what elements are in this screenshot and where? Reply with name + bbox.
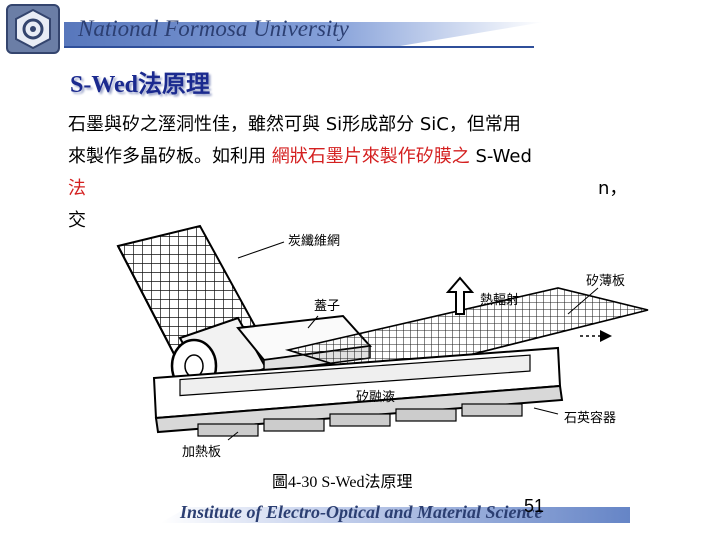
paragraph-2: 來製作多晶矽板。如利用 網狀石墨片來製作矽膜之 S-Wed bbox=[68, 144, 688, 170]
label-lid: 蓋子 bbox=[314, 299, 340, 314]
label-heat-radiation: 熱輻射 bbox=[480, 292, 519, 308]
paragraph-1-text: 石墨與矽之溼洞性佳，雖然可與 Si形成部分 SiC，但常用 bbox=[68, 114, 521, 135]
s-wed-diagram: 炭纖維網 蓋子 熱輻射 矽薄板 矽融液 石英容器 加熱板 bbox=[88, 218, 678, 463]
logo-emblem-icon bbox=[15, 8, 51, 50]
slide-title: S-Wed法原理 bbox=[70, 72, 211, 98]
label-silicon-plate: 矽薄板 bbox=[586, 274, 625, 289]
heat-radiation-arrow-icon bbox=[445, 276, 475, 315]
paragraph-4-partial: 交 bbox=[68, 208, 688, 234]
s-wed-apparatus-illustration: 炭纖維網 蓋子 熱輻射 矽薄板 矽融液 石英容器 加熱板 bbox=[116, 224, 649, 460]
paragraph-4-prefix: 交 bbox=[68, 210, 86, 231]
paragraph-1: 石墨與矽之溼洞性佳，雖然可與 Si形成部分 SiC，但常用 bbox=[68, 112, 688, 138]
slide-body: 石墨與矽之溼洞性佳，雖然可與 Si形成部分 SiC，但常用 來製作多晶矽板。如利… bbox=[68, 112, 688, 240]
paragraph-3-partial: 法 n， bbox=[68, 176, 688, 202]
label-quartz-container: 石英容器 bbox=[564, 410, 616, 426]
header-divider bbox=[64, 46, 534, 48]
institute-name: Institute of Electro-Optical and Materia… bbox=[180, 502, 543, 522]
label-heater-plate: 加熱板 bbox=[182, 445, 221, 460]
label-silicon-melt: 矽融液 bbox=[356, 390, 395, 405]
heater-plate bbox=[197, 403, 523, 437]
paragraph-2-text-a: 來製作多晶矽板。如利用 bbox=[68, 146, 272, 167]
label-carbon-mesh: 炭纖維網 bbox=[288, 234, 340, 249]
figure-caption: 圖4-30 S-Wed法原理 bbox=[272, 474, 413, 491]
paragraph-3-prefix: 法 bbox=[68, 178, 86, 199]
pull-direction-arrow-icon bbox=[580, 330, 612, 342]
footer-bar bbox=[160, 507, 630, 523]
paragraph-2-highlight: 網狀石墨片來製作矽膜之 bbox=[271, 146, 470, 167]
paragraph-2-text-b: S-Wed bbox=[469, 146, 532, 167]
page-number: 51 bbox=[524, 496, 545, 516]
quartz-container bbox=[152, 346, 564, 434]
paragraph-3-suffix: n， bbox=[598, 178, 628, 199]
university-logo bbox=[6, 4, 60, 54]
university-name: National Formosa University bbox=[78, 16, 349, 41]
